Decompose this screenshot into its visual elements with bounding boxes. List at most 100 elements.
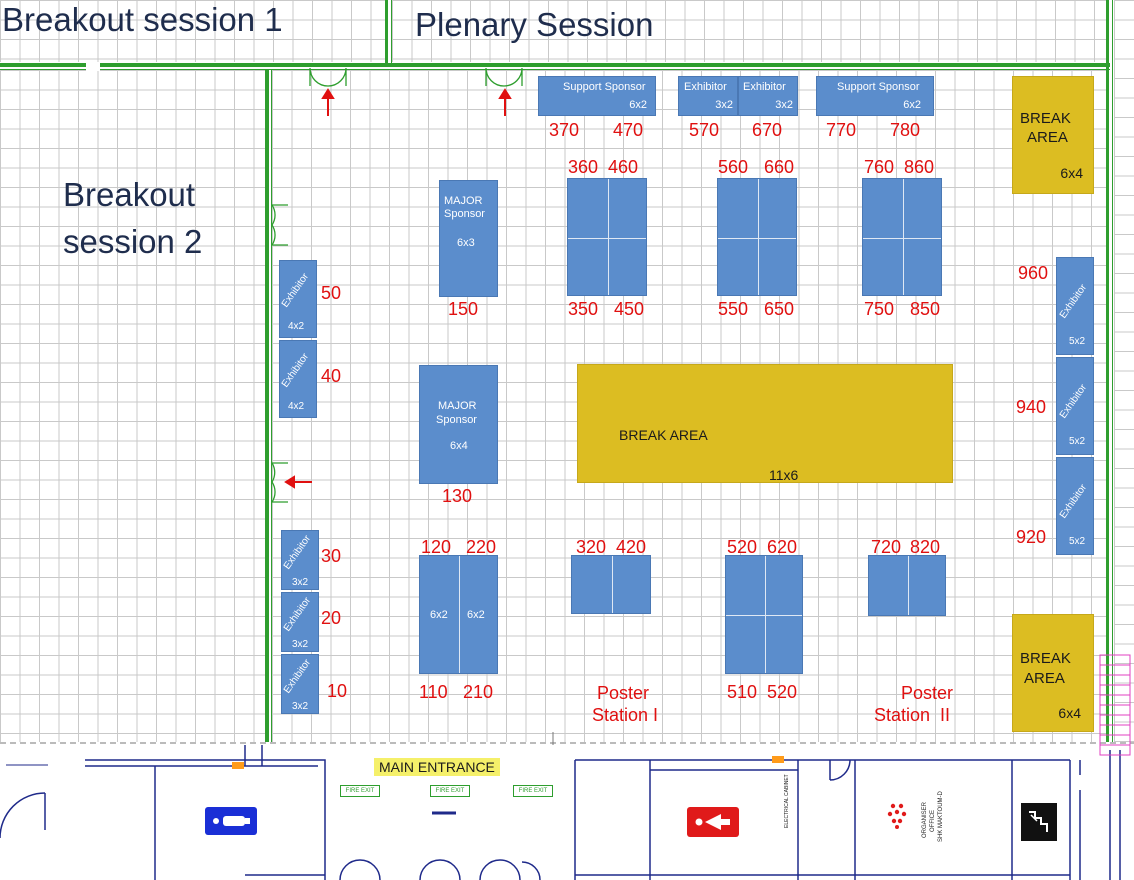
booth-size: 3x2: [292, 577, 309, 588]
booth-divider: [903, 179, 904, 295]
poster-station-2-line2: Station II: [874, 705, 951, 725]
booth-divider: [726, 615, 802, 616]
wall-gap: [86, 62, 100, 71]
organiser-office-label-2: OFFICE: [930, 810, 936, 832]
poster-station-1-line1: Poster: [597, 683, 650, 703]
major-line1: MAJOR: [438, 400, 477, 412]
break-label-line2: AREA: [1027, 129, 1068, 146]
booth-number-550: 550: [718, 299, 749, 319]
booth-divider: [765, 556, 766, 673]
booth-number-670: 670: [752, 120, 783, 140]
booth-exhibitor-570[interactable]: Exhibitor 3x2: [678, 76, 738, 116]
booth-size: 5x2: [1069, 336, 1086, 347]
booth-exhibitor-50[interactable]: Exhibitor 4x2: [279, 260, 317, 338]
main-entrance-label: MAIN ENTRANCE: [374, 758, 500, 776]
break-size: 6x4: [1058, 705, 1081, 721]
booth-number-40: 40: [321, 366, 342, 386]
booth-label: Exhibitor: [279, 351, 312, 390]
booth-support-sponsor-770-780[interactable]: Support Sponsor 6x2: [816, 76, 934, 116]
break-area-top-right[interactable]: BREAK AREA 6x4: [1012, 76, 1094, 194]
booth-label: Exhibitor: [743, 81, 786, 93]
booth-label: Exhibitor: [1057, 282, 1090, 321]
wall-breakout-divider-2: [391, 0, 392, 64]
booth-number-570: 570: [689, 120, 720, 140]
booth-block-510-620[interactable]: [725, 555, 803, 674]
wall-breakout1-right: [386, 30, 388, 64]
booth-number-750: 750: [864, 299, 895, 319]
fire-exit-sign-2: FIRE EXIT: [430, 785, 470, 797]
island-block-750-860[interactable]: [862, 178, 942, 296]
grid-breakout-1: [0, 0, 385, 62]
booth-exhibitor-920[interactable]: Exhibitor 5x2: [1056, 457, 1094, 555]
booth-major-sponsor-150[interactable]: MAJOR Sponsor 6x3: [439, 180, 498, 297]
break-area-bottom-right[interactable]: BREAK AREA 6x4: [1012, 614, 1094, 732]
booth-number-850: 850: [910, 299, 941, 319]
wall-left-vertical-2: [271, 70, 272, 742]
booth-number-320: 320: [576, 537, 607, 557]
booth-number-760: 760: [864, 157, 895, 177]
grid-plenary: [392, 0, 1108, 62]
booth-number-560: 560: [718, 157, 749, 177]
booth-size: 4x2: [288, 401, 305, 412]
booth-number-510: 510: [727, 682, 758, 702]
break-label-line1: BREAK: [1020, 110, 1071, 127]
booth-exhibitor-20[interactable]: Exhibitor 3x2: [281, 592, 319, 652]
room-title-breakout-2-line1: Breakout: [63, 176, 196, 213]
booth-number-210: 210: [463, 682, 494, 702]
booth-number-370: 370: [549, 120, 580, 140]
booth-support-sponsor-370-470[interactable]: Support Sponsor 6x2: [538, 76, 656, 116]
booth-number-150: 150: [448, 299, 479, 319]
wall-right-vertical-2: [1112, 0, 1113, 742]
booth-number-820: 820: [910, 537, 941, 557]
break-area-center[interactable]: BREAK AREA 11x6: [577, 364, 953, 483]
booth-divider: [718, 238, 796, 239]
booth-major-sponsor-130[interactable]: MAJOR Sponsor 6x4: [419, 365, 498, 484]
booth-block-320-420[interactable]: [571, 555, 651, 614]
island-block-550-660[interactable]: [717, 178, 797, 296]
booth-exhibitor-30[interactable]: Exhibitor 3x2: [281, 530, 319, 590]
booth-block-720-820[interactable]: [868, 555, 946, 616]
major-size: 6x3: [457, 237, 475, 249]
electrical-cabinet-label: ELECTRICAL CABINET: [784, 774, 790, 828]
booth-label: Support Sponsor: [563, 81, 646, 93]
booth-number-420: 420: [616, 537, 647, 557]
booth-divider: [758, 179, 759, 295]
booth-label: Exhibitor: [279, 271, 312, 310]
booth-number-130: 130: [442, 486, 473, 506]
break-label: BREAK AREA: [619, 427, 708, 443]
booth-number-770: 770: [826, 120, 857, 140]
poster-station-2-line1: Poster: [901, 683, 954, 703]
booth-exhibitor-40[interactable]: Exhibitor 4x2: [279, 340, 317, 418]
booth-exhibitor-960[interactable]: Exhibitor 5x2: [1056, 257, 1094, 355]
booth-number-720: 720: [871, 537, 902, 557]
booth-number-520-top: 520: [727, 537, 758, 557]
booth-number-10: 10: [327, 681, 348, 701]
room-title-plenary: Plenary Session: [415, 6, 654, 43]
break-label-line2: AREA: [1024, 670, 1065, 687]
wall-right-vertical: [1106, 0, 1109, 742]
grid-right-strip: [1114, 0, 1134, 742]
booth-size: 6x2: [903, 99, 921, 111]
booth-exhibitor-940[interactable]: Exhibitor 5x2: [1056, 357, 1094, 455]
booth-label: Exhibitor: [1057, 382, 1090, 421]
booth-exhibitor-670[interactable]: Exhibitor 3x2: [738, 76, 798, 116]
booth-size: 3x2: [292, 701, 309, 712]
booth-label: Exhibitor: [684, 81, 727, 93]
booth-exhibitor-10[interactable]: Exhibitor 3x2: [281, 654, 319, 714]
booth-block-110-220[interactable]: 6x2 6x2: [419, 555, 498, 674]
booth-number-520-bottom: 520: [767, 682, 798, 702]
booth-size: 3x2: [292, 639, 309, 650]
booth-number-220: 220: [466, 537, 497, 557]
booth-divider: [612, 556, 613, 613]
booth-size: 3x2: [715, 99, 733, 111]
booth-number-470: 470: [613, 120, 644, 140]
booth-size: 5x2: [1069, 536, 1086, 547]
booth-divider: [863, 238, 941, 239]
major-line2: Sponsor: [436, 414, 477, 426]
booth-size: 5x2: [1069, 436, 1086, 447]
booth-size: 6x2: [629, 99, 647, 111]
booth-number-120: 120: [421, 537, 452, 557]
booth-label: Exhibitor: [281, 595, 314, 634]
island-block-350-460[interactable]: [567, 178, 647, 296]
booth-number-360: 360: [568, 157, 599, 177]
